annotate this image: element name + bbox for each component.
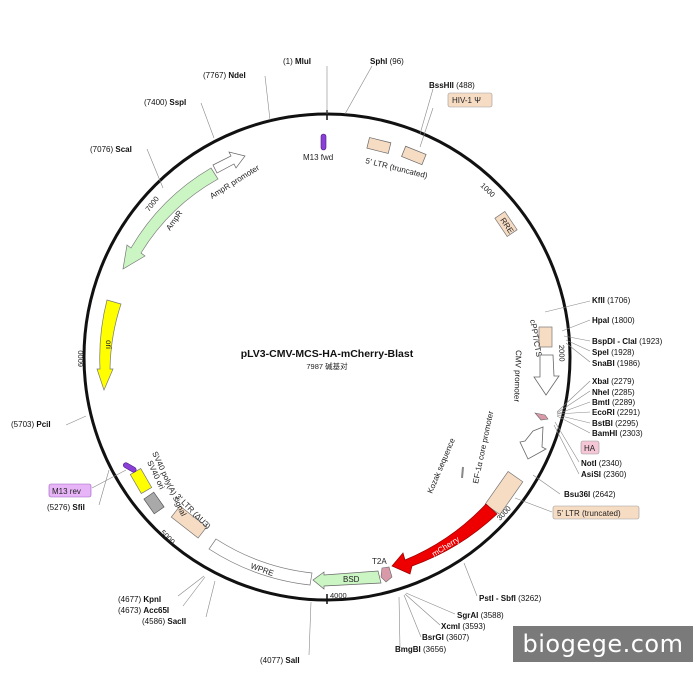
plasmid-name: pLV3-CMV-MCS-HA-mCherry-Blast <box>241 348 414 360</box>
kozak-marker <box>461 466 464 479</box>
bsd-feature <box>312 570 382 590</box>
site-xcmi: XcmI (3593) <box>441 622 486 631</box>
m13-rev-box <box>48 483 92 498</box>
ha-tag-box <box>580 440 600 455</box>
tick-1000: 1000 <box>479 181 497 199</box>
site-asisi: AsiSI (2360) <box>581 470 627 479</box>
ampr-feature <box>122 167 219 270</box>
site-bamhi: BamHI (2303) <box>592 429 643 438</box>
ltr5-trunc-right-box <box>552 505 640 520</box>
tick-5000: 5000 <box>159 528 177 546</box>
hiv-psi-label: HIV-1 Ψ <box>452 96 481 105</box>
ef1a-label: EF-1α core promoter <box>471 410 495 485</box>
site-bmti: BmtI (2289) <box>592 398 635 407</box>
bsd-label: BSD <box>343 575 360 584</box>
site-noti: NotI (2340) <box>581 459 622 468</box>
cmv-label: CMV promoter <box>512 350 523 403</box>
ltr3-feature <box>170 505 208 539</box>
site-snabi: SnaBI (1986) <box>592 359 640 368</box>
restriction-sites <box>65 65 591 656</box>
kb-tick-labels: 1000 2000 3000 4000 5000 6000 7000 <box>76 181 567 600</box>
mcs-marker <box>534 412 549 421</box>
site-kfli: KflI (1706) <box>592 296 631 305</box>
site-mlui: (1) MluI <box>283 57 311 66</box>
site-nhei: NheI (2285) <box>592 388 635 397</box>
m13-fwd-label: M13 fwd <box>303 153 333 162</box>
kozak-label: Kozak sequence <box>426 436 458 494</box>
site-bsshii: BssHII (488) <box>429 81 475 90</box>
ltr5-trunc-feature <box>366 137 392 154</box>
site-kpni: (4677) KpnI <box>118 595 161 604</box>
site-bsu36i: Bsu36I (2642) <box>564 490 616 499</box>
site-psti-sbfi: PstI - SbfI (3262) <box>479 594 542 603</box>
wpre-label: WPRE <box>249 561 275 578</box>
site-sfii: (5276) SfiI <box>47 503 85 512</box>
cppt-feature <box>538 326 553 348</box>
site-hpai: HpaI (1800) <box>592 316 635 325</box>
plasmid-size: 7987 碱基对 <box>306 361 348 371</box>
ori-label: ori <box>104 340 113 349</box>
m13-rev-label: M13 rev <box>52 487 81 496</box>
site-sgrai: SgrAI (3588) <box>457 611 504 620</box>
m13-fwd-primer <box>320 133 327 151</box>
site-sali: (4077) SalI <box>260 656 300 665</box>
ltr5-trunc-right-label: 5' LTR (truncated) <box>557 509 621 518</box>
ori-feature <box>96 299 122 391</box>
site-acc65i: (4673) Acc65I <box>118 606 169 615</box>
cppt-label: cPPT/CTS <box>528 319 543 358</box>
rre-feature <box>494 211 518 237</box>
cmv-promoter-feature <box>533 354 560 396</box>
site-sacii: (4586) SacII <box>142 617 186 626</box>
site-bmgbi: BmgBI (3656) <box>395 645 446 654</box>
site-bstbi: BstBI (2295) <box>592 419 639 428</box>
watermark: biogege.com <box>513 626 693 662</box>
site-spei: SpeI (1928) <box>592 348 635 357</box>
mcherry-feature <box>391 503 498 575</box>
ltr5-trunc-feature-b <box>401 145 427 166</box>
site-ecori: EcoRI (2291) <box>592 408 640 417</box>
ha-label: HA <box>584 444 596 453</box>
site-xbai: XbaI (2279) <box>592 377 635 386</box>
site-sspi: (7400) SspI <box>144 98 186 107</box>
ltr5-trunc-right-feature <box>484 470 524 516</box>
site-pcii: (5703) PciI <box>11 420 51 429</box>
tick-6000: 6000 <box>76 350 85 367</box>
t2a-feature <box>380 566 393 583</box>
tick-2000: 2000 <box>557 345 567 362</box>
site-sphi: SphI (96) <box>370 57 404 66</box>
tick-4000: 4000 <box>330 591 347 600</box>
site-bsrgi: BsrGI (3607) <box>422 633 469 642</box>
wpre-feature <box>208 538 313 586</box>
ampr-promoter-feature <box>212 151 246 174</box>
hiv-psi-box <box>447 92 493 108</box>
ef1a-promoter-feature <box>519 426 547 460</box>
site-scai: (7076) ScaI <box>90 145 132 154</box>
sv40-ori-feature <box>143 491 165 515</box>
site-bspdi-clai: BspDI - ClaI (1923) <box>592 337 663 346</box>
site-ndei: (7767) NdeI <box>203 71 246 80</box>
t2a-label: T2A <box>372 557 387 566</box>
m13-rev-primer <box>123 462 137 473</box>
